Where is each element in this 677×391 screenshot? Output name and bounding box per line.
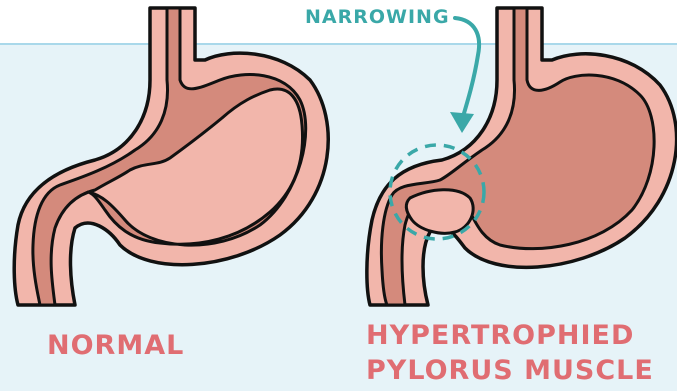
hypertrophied-label: HYPERTROPHIED PYLORUS MUSCLE: [366, 318, 654, 388]
hypertrophied-label-line1: HYPERTROPHIED: [366, 318, 654, 353]
hypertrophied-label-line2: PYLORUS MUSCLE: [366, 353, 654, 388]
narrowing-label: NARROWING: [305, 6, 450, 28]
normal-label: NORMAL: [47, 330, 184, 361]
